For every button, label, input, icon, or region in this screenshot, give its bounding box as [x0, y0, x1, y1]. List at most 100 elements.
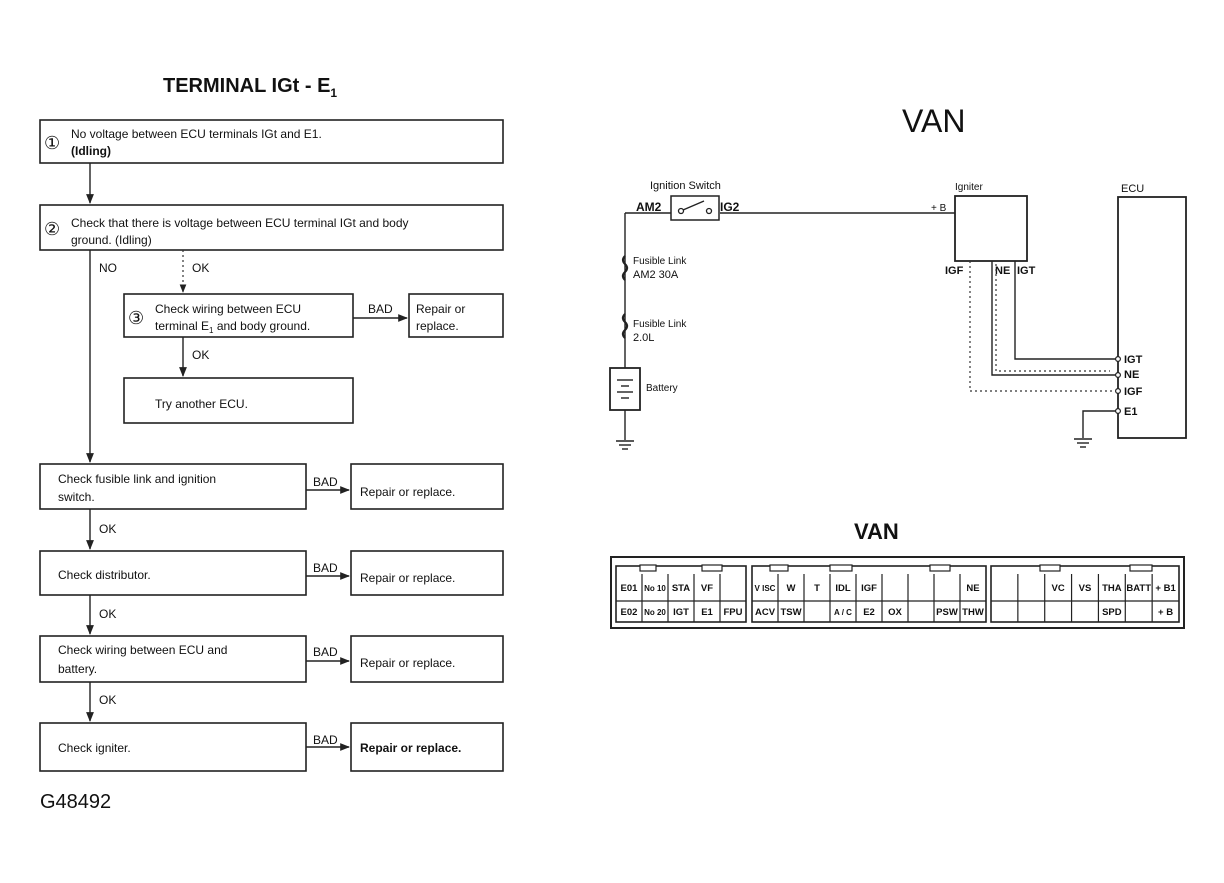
battery-label: Battery	[646, 383, 678, 394]
step3-line1: Check wiring between ECU	[155, 302, 301, 316]
connector-pin: VC	[1052, 583, 1065, 594]
repair-b-text: Repair or replace.	[360, 485, 455, 499]
step1-number: ①	[44, 133, 60, 153]
connector-pin: NE	[966, 583, 979, 594]
connector-pin: BATT	[1126, 583, 1151, 594]
fusible-link-2-icon	[621, 313, 629, 339]
igniter-label: Igniter	[955, 182, 983, 193]
check-igniter-text: Check igniter.	[58, 741, 131, 755]
ground-icon-battery	[616, 440, 634, 450]
igniter-igf: IGF	[945, 265, 964, 277]
label-bad-e: BAD	[313, 733, 338, 747]
label-bad-a: BAD	[368, 302, 393, 316]
label-bad-b: BAD	[313, 475, 338, 489]
repair-c-text: Repair or replace.	[360, 571, 455, 585]
connector-block2: V ISC W T IDL IGF NE ACV TSW A / C E2 OX PSW THW	[751, 564, 987, 623]
check-wiring-battery-box	[39, 635, 307, 683]
check-distributor-text: Check distributor.	[58, 568, 151, 582]
wire-igf	[969, 261, 1116, 392]
wiring-diagram: VAN Ignition Switch AM2 IG2 + B Fusible …	[609, 103, 1187, 450]
figure-id: G48492	[40, 791, 111, 813]
connector-outline	[610, 556, 1185, 629]
connector-pin: + B1	[1155, 583, 1176, 594]
step2-line1: Check that there is voltage between ECU …	[71, 216, 409, 230]
connector-pin: A / C	[834, 608, 852, 617]
wire-e1	[1082, 410, 1116, 438]
step2-box	[39, 204, 504, 251]
check-fusible-line2: switch.	[58, 490, 95, 504]
label-ok-e: OK	[99, 693, 116, 707]
fusible-link-1-icon	[621, 255, 629, 281]
repair-box-a	[408, 293, 504, 338]
connector-pin: IGT	[673, 607, 689, 618]
fusible-link-2-line1: Fusible Link	[633, 319, 687, 330]
connector-pin: SPD	[1102, 607, 1122, 618]
label-no: NO	[99, 261, 117, 275]
repair-box-e	[350, 722, 504, 772]
connector-pin: VS	[1079, 583, 1092, 594]
connector-pin: T	[814, 583, 820, 594]
igniter-igt: IGT	[1017, 265, 1036, 277]
step1-line2: (Idling)	[71, 144, 111, 158]
igniter-ne: NE	[995, 265, 1010, 277]
step2-number: ②	[44, 219, 60, 239]
ecu-box	[1117, 196, 1187, 439]
connector-pin: PSW	[936, 607, 958, 618]
fusible-link-1-line1: Fusible Link	[633, 256, 687, 267]
fusible-link-2-line2: 2.0L	[633, 332, 654, 344]
label-ok-b: OK	[192, 348, 209, 362]
try-ecu-box	[123, 377, 354, 424]
check-igniter-box	[39, 722, 307, 772]
ignition-switch-box	[670, 195, 720, 221]
connector-block3: VC VS THA BATT + B1 SPD + B	[990, 564, 1180, 623]
connector-pin: E2	[863, 607, 875, 618]
connector-pin: IDL	[835, 583, 851, 594]
repair-d-text: Repair or replace.	[360, 656, 455, 670]
step1-line1: No voltage between ECU terminals IGt and…	[71, 127, 322, 141]
repair-a-line2: replace.	[416, 319, 459, 333]
connector-pin: IGF	[861, 583, 877, 594]
connector-pin: VF	[701, 583, 713, 594]
step3-box	[123, 293, 354, 338]
connector-pin: FPU	[724, 607, 743, 618]
connector-pin: W	[787, 583, 796, 594]
step1-box	[39, 119, 504, 164]
fusible-link-1-line2: AM2 30A	[633, 269, 679, 281]
repair-a-line1: Repair or	[416, 302, 465, 316]
ecu-pin-igt: IGT	[1124, 354, 1143, 366]
repair-e-text: Repair or replace.	[360, 741, 461, 755]
ig2-label: IG2	[720, 200, 740, 214]
ecu-pin-ne: NE	[1124, 369, 1139, 381]
repair-box-d	[350, 635, 504, 683]
igniter-box	[954, 195, 1028, 262]
check-wiring-battery-line1: Check wiring between ECU and	[58, 643, 227, 657]
connector-pin: + B	[1158, 607, 1173, 618]
igniter-plus-b: + B	[931, 203, 947, 214]
connector-pin: OX	[888, 607, 902, 618]
ignition-switch-label: Ignition Switch	[650, 180, 721, 192]
label-ok-a: OK	[192, 261, 209, 275]
wiring-title: VAN	[902, 103, 965, 139]
check-distributor-box	[39, 550, 307, 596]
connector-pin: E01	[621, 583, 639, 594]
connector-pin: STA	[672, 583, 690, 594]
connector-pin: THA	[1102, 583, 1122, 594]
check-fusible-box	[39, 463, 307, 510]
connector-pin: ACV	[755, 607, 776, 618]
step2-line2: ground. (Idling)	[71, 233, 152, 247]
connector-pin: TSW	[780, 607, 801, 618]
connector-pin: No 10	[644, 584, 666, 593]
connector-title: VAN	[854, 519, 899, 544]
connector-pin: No 20	[644, 608, 666, 617]
step3-line2: terminal E1 and body ground.	[155, 319, 310, 335]
step3-number: ③	[128, 308, 144, 328]
label-bad-c: BAD	[313, 561, 338, 575]
label-bad-d: BAD	[313, 645, 338, 659]
ecu-label: ECU	[1121, 183, 1144, 195]
ground-icon-ecu	[1074, 438, 1092, 448]
connector-pin: V ISC	[755, 584, 776, 593]
connector-pin: THW	[962, 607, 984, 618]
